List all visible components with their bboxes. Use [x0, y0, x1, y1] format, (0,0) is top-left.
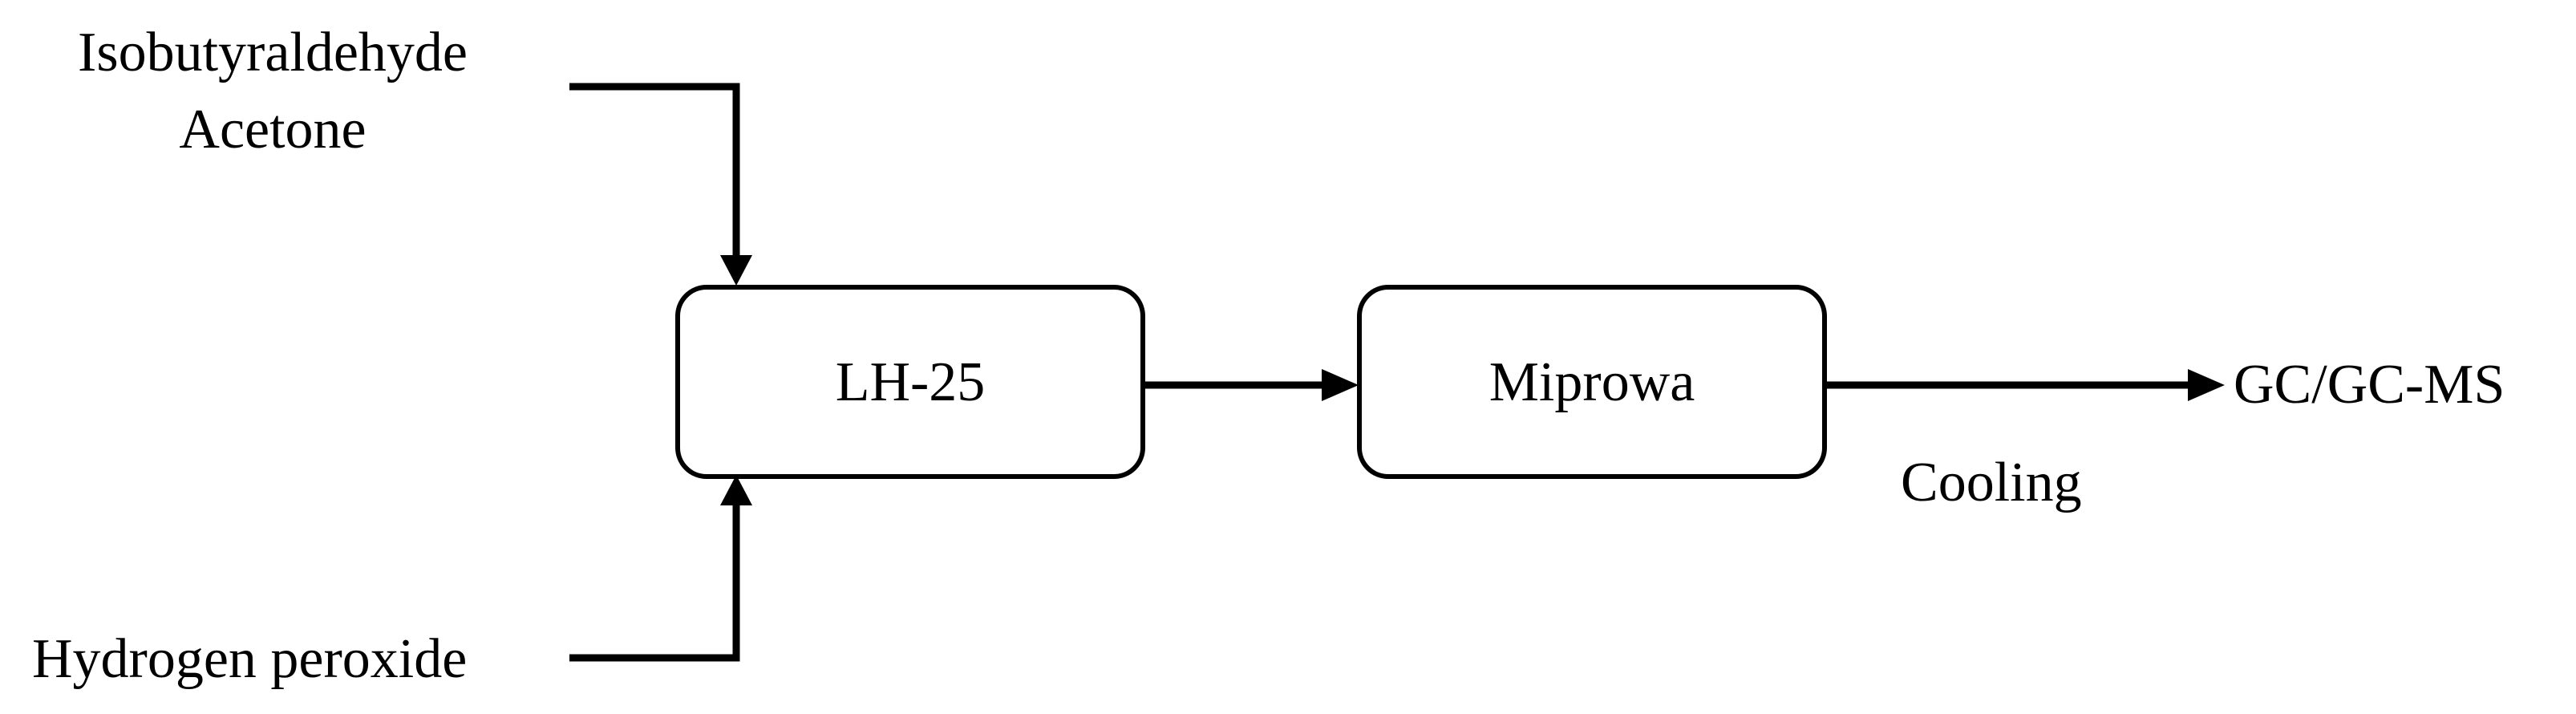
input-label-isobutyraldehyde: Isobutyraldehyde — [78, 22, 468, 83]
cooling-label: Cooling — [1901, 452, 2082, 513]
reactor-box — [675, 285, 1145, 479]
feed-line-top — [569, 83, 740, 255]
output-arrowhead — [2188, 369, 2225, 401]
input-label-acetone: Acetone — [179, 99, 367, 160]
feed-arrowhead-top — [720, 255, 752, 286]
input-label-hydrogen-peroxide: Hydrogen peroxide — [32, 628, 468, 690]
feed-arrowhead-bottom — [720, 475, 752, 505]
output-label-gc-ms: GC/GC-MS — [2234, 354, 2505, 416]
microwave-label: Miprowa — [1488, 351, 1695, 413]
microwave-box — [1357, 285, 1827, 479]
connector-arrowhead — [1322, 369, 1359, 401]
feed-line-bottom — [569, 505, 740, 662]
reactor-label: LH-25 — [835, 351, 986, 413]
